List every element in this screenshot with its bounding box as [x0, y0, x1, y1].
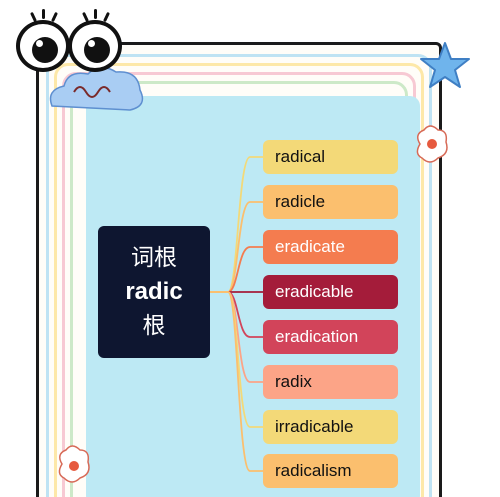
word-node-irradicable: irradicable [263, 410, 398, 444]
frame-stripe-yellow [54, 63, 424, 497]
frame-stripe-blue [46, 54, 432, 497]
root-node: 词根 radic 根 [98, 226, 210, 358]
root-label-chinese: 词根 [131, 245, 177, 271]
word-node-radicalism: radicalism [263, 454, 398, 488]
word-node-radicle: radicle [263, 185, 398, 219]
flower-doodle-icon [416, 125, 448, 163]
left-eye-icon [16, 20, 70, 72]
word-node-radix: radix [263, 365, 398, 399]
eyelash-icon [94, 9, 97, 19]
eyelash-icon [103, 11, 110, 23]
word-node-radical: radical [263, 140, 398, 174]
word-node-eradicate: eradicate [263, 230, 398, 264]
flower-doodle-icon [58, 445, 90, 483]
eyelash-icon [82, 11, 89, 23]
eyelash-icon [30, 11, 37, 23]
root-label-meaning: 根 [142, 313, 166, 339]
eyelash-icon [51, 11, 58, 23]
word-node-eradication: eradication [263, 320, 398, 354]
word-node-eradicable: eradicable [263, 275, 398, 309]
right-eye-icon [68, 20, 122, 72]
eyelash-icon [42, 9, 45, 19]
root-label-english: radic [125, 278, 183, 305]
star-icon [420, 42, 470, 88]
